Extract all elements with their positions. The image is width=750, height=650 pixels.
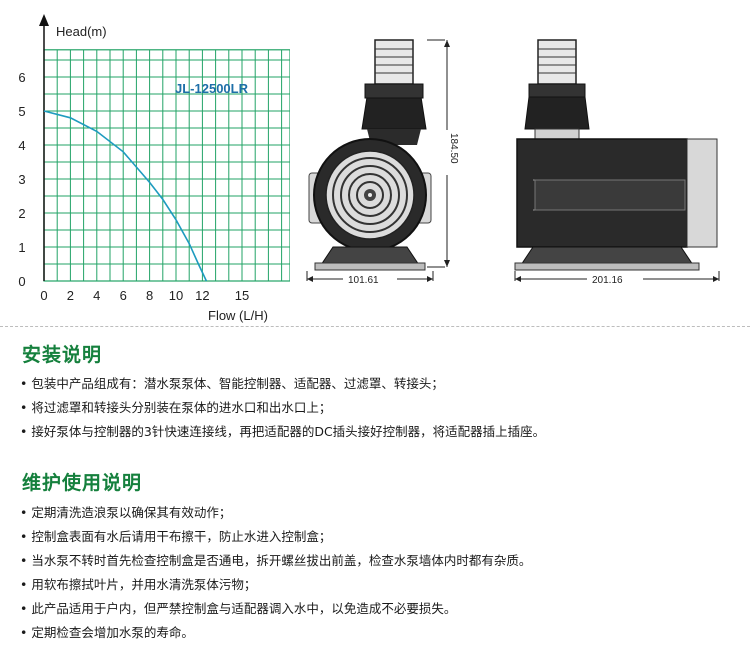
chart-title: JL-12500LR <box>175 81 249 96</box>
y-axis-label: Head(m) <box>56 24 107 39</box>
pump-foot <box>314 262 426 271</box>
install-item: 包装中产品组成有：潜水泵泵体、智能控制器、适配器、过滤罩、转接头； <box>20 372 545 396</box>
pump-side-view: 201.16 <box>514 39 720 286</box>
pump-base <box>320 246 420 266</box>
front-width-label: 101.61 <box>348 275 379 286</box>
maintain-item: 用软布擦拭叶片，并用水清洗泵体污物； <box>20 573 531 597</box>
chart-grid <box>43 49 290 282</box>
maintain-item: 此产品适用于户内，但严禁控制盒与适配器调入水中，以免造成不必要损失。 <box>20 597 531 621</box>
install-item: 接好泵体与控制器的3针快速连接线，再把适配器的DC插头接好控制器，将适配器插上插… <box>20 420 545 444</box>
side-cap <box>686 138 718 248</box>
side-outlet-nozzle <box>537 39 577 85</box>
x-tick-label: 12 <box>195 288 209 303</box>
y-tick-label: 6 <box>18 70 25 85</box>
y-tick-label: 0 <box>18 274 25 289</box>
y-tick-label: 3 <box>18 172 25 187</box>
outlet-nut <box>361 96 427 130</box>
grid-border <box>43 49 290 282</box>
x-tick-label: 2 <box>67 288 74 303</box>
height-label: 184.50 <box>448 133 459 164</box>
install-title: 安装说明 <box>22 344 103 366</box>
y-tick-label: 4 <box>18 138 25 153</box>
install-item: 将过滤罩和转接头分别装在泵体的进水口和出水口上； <box>20 396 545 420</box>
head-flow-curve <box>43 110 208 282</box>
install-list: 包装中产品组成有：潜水泵泵体、智能控制器、适配器、过滤罩、转接头； 将过滤罩和转… <box>20 372 545 444</box>
y-axis-arrow <box>39 14 49 26</box>
maintain-item: 定期检查会增加水泵的寿命。 <box>20 621 531 645</box>
maintain-item: 定期清洗造浪泵以确保其有效动作； <box>20 501 531 525</box>
outlet-nozzle <box>374 39 414 85</box>
y-tick-label: 5 <box>18 104 25 119</box>
x-tick-label: 8 <box>146 288 153 303</box>
x-tick-label: 15 <box>235 288 249 303</box>
x-tick-label: 0 <box>40 288 47 303</box>
section-divider <box>0 326 750 327</box>
height-dimension: 184.50 <box>444 40 459 267</box>
x-tick-label: 4 <box>93 288 100 303</box>
side-width-label: 201.16 <box>592 275 623 286</box>
x-tick-label: 6 <box>120 288 127 303</box>
pump-front-view: 101.61 <box>306 39 445 286</box>
x-tick-label: 10 <box>169 288 183 303</box>
maintain-list: 定期清洗造浪泵以确保其有效动作； 控制盒表面有水后请用干布擦干，防止水进入控制盒… <box>20 501 531 645</box>
maintain-item: 控制盒表面有水后请用干布擦干，防止水进入控制盒； <box>20 525 531 549</box>
x-axis-label: Flow (L/H) <box>208 308 268 323</box>
side-foot <box>514 262 700 271</box>
maintain-title: 维护使用说明 <box>22 472 143 494</box>
y-tick-label: 1 <box>18 240 25 255</box>
y-tick-label: 2 <box>18 206 25 221</box>
chart-axes <box>39 14 49 281</box>
maintain-item: 当水泵不转时首先检查控制盒是否通电，拆开螺丝拔出前盖，检查水泵墙体内时都有杂质。 <box>20 549 531 573</box>
